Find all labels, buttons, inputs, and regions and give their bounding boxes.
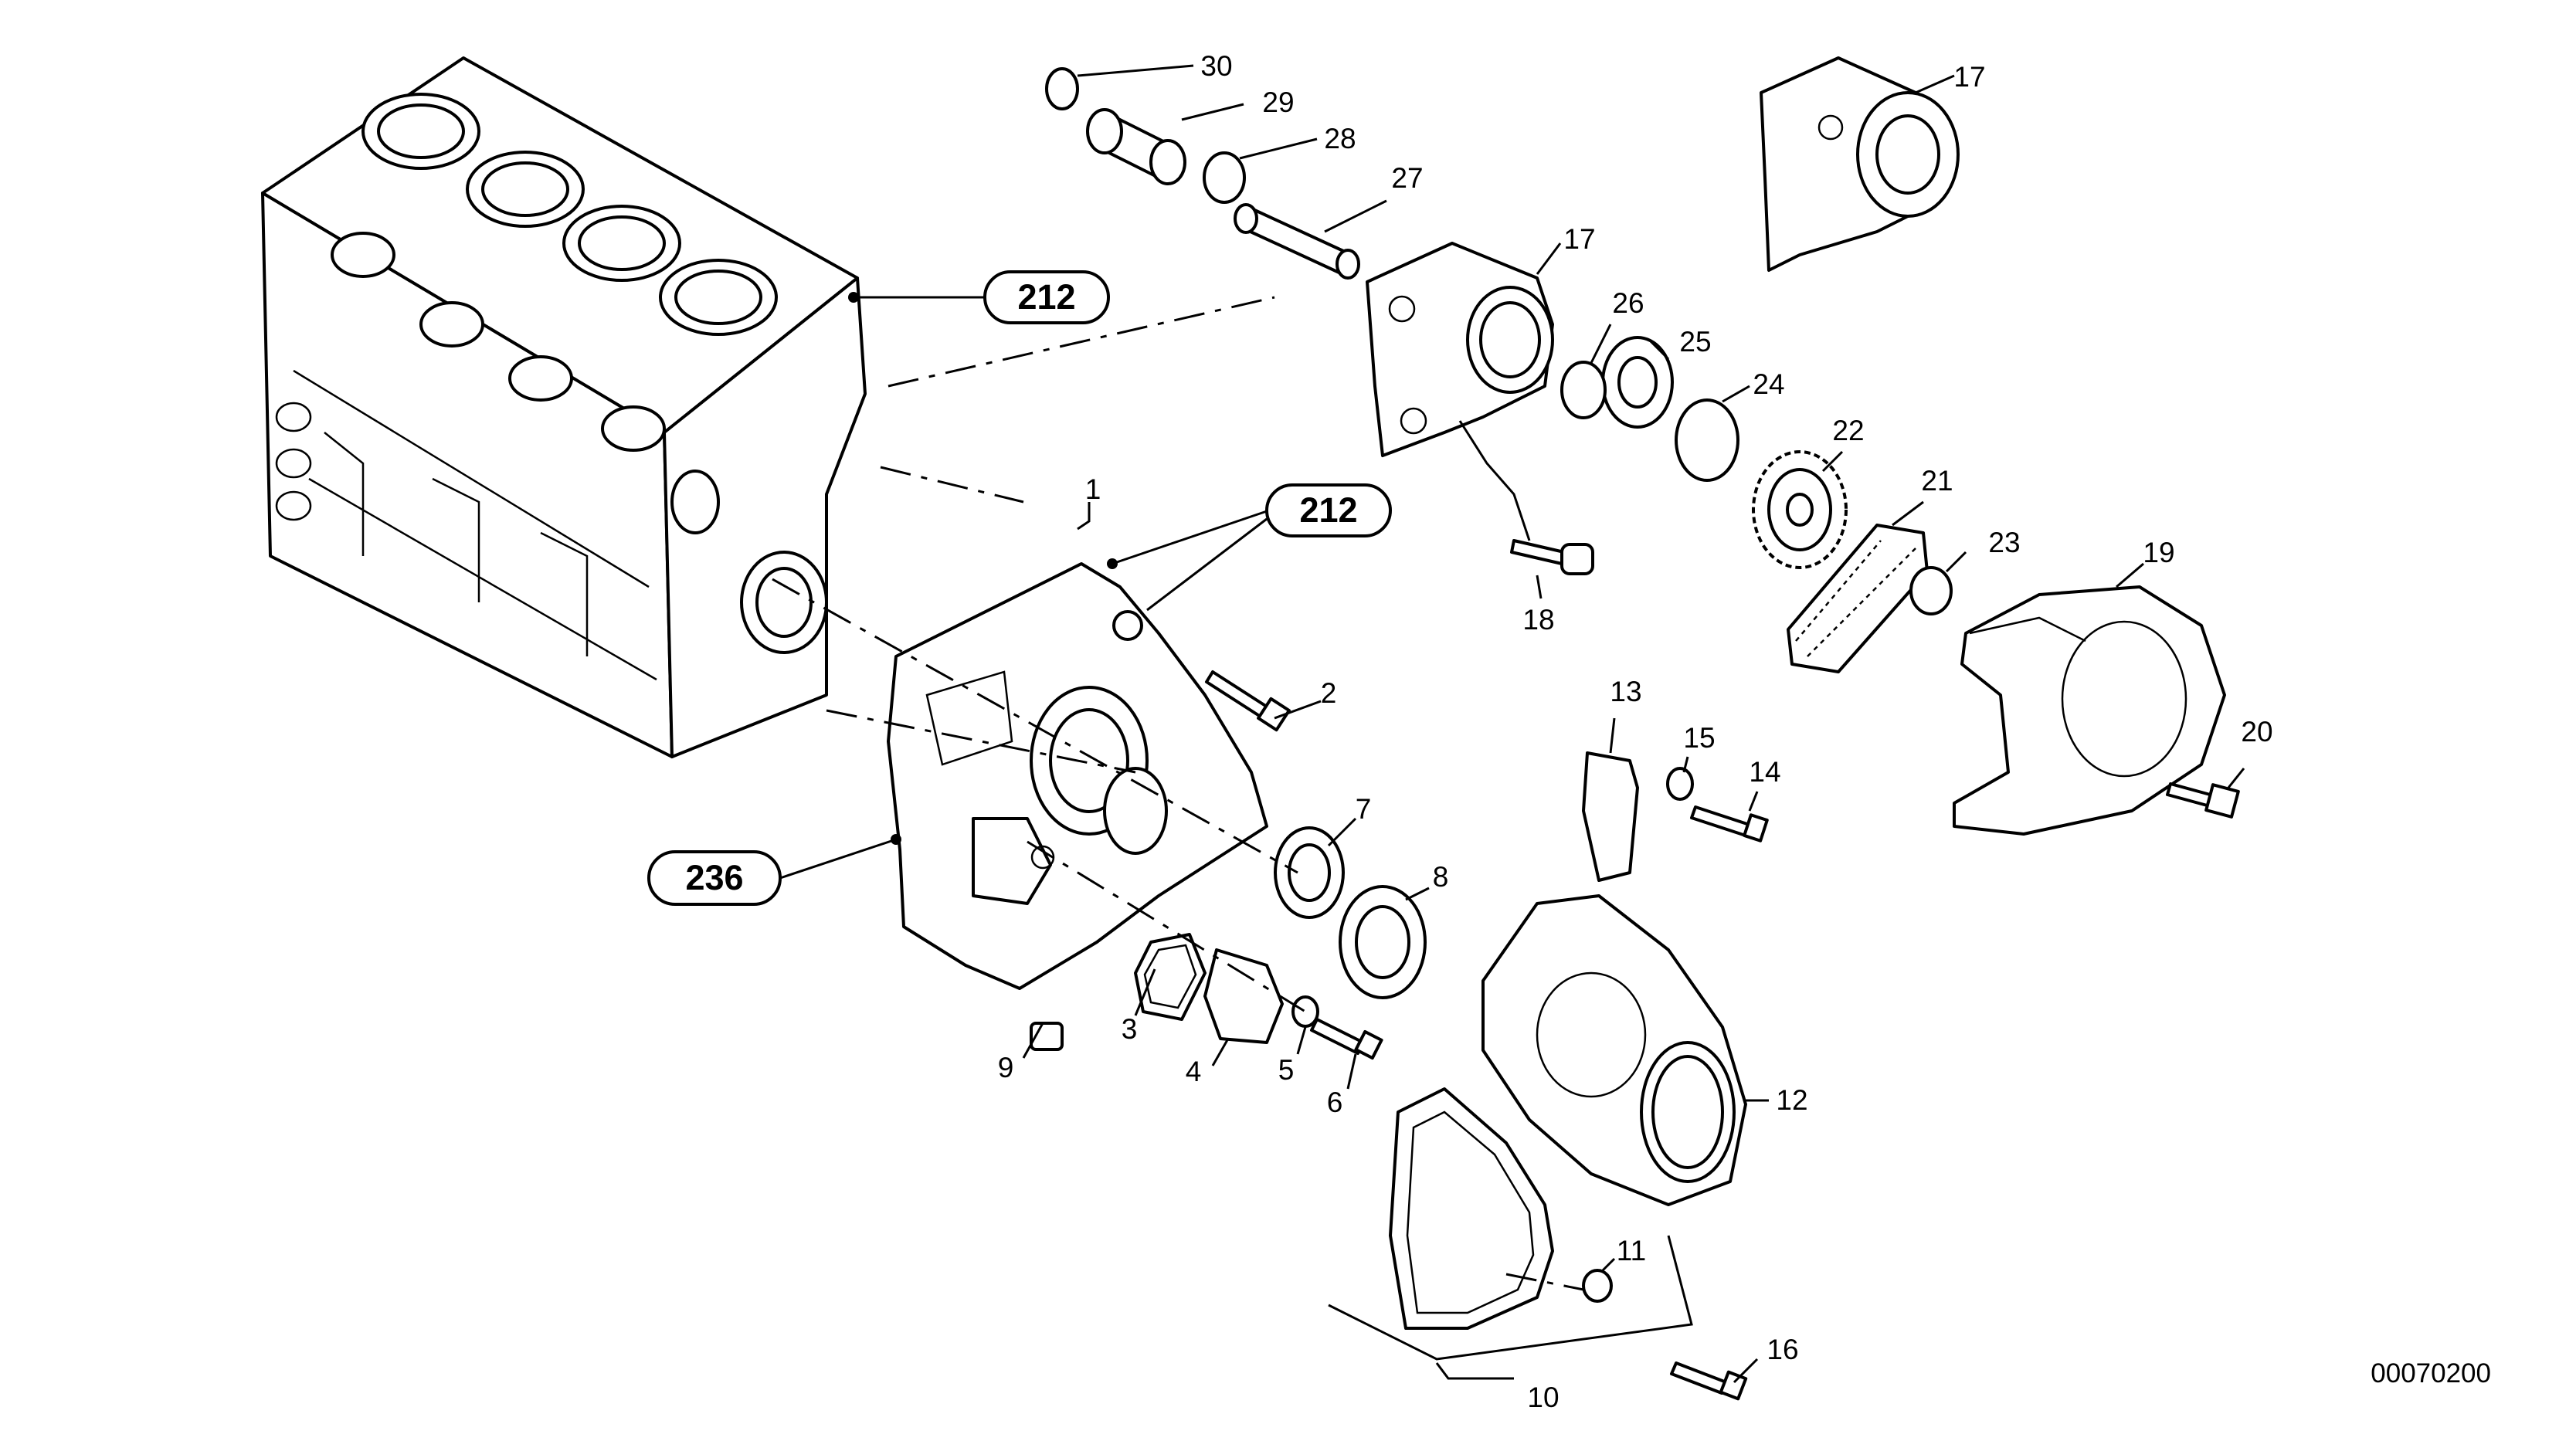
callout-17: 17 [1563, 223, 1595, 255]
callout-18: 18 [1522, 604, 1554, 636]
callout-9: 9 [998, 1052, 1014, 1083]
callout-26: 26 [1612, 287, 1644, 319]
callout-21: 21 [1921, 465, 1953, 497]
callout-22: 22 [1832, 415, 1864, 446]
washer-part-5 [1291, 995, 1319, 1028]
assembly-centre-lines [772, 296, 1584, 1291]
bolt-part-14 [1690, 805, 1769, 843]
callout-24: 24 [1753, 368, 1784, 400]
reference-tag-236: 236 [647, 850, 782, 906]
circlip-part-24 [1675, 398, 1739, 482]
callout-2: 2 [1321, 677, 1337, 709]
cover-part-10 [1389, 1087, 1554, 1330]
front-plate-part-1 [887, 562, 1268, 990]
leader-lines [779, 64, 2245, 1384]
callout-10: 10 [1527, 1382, 1559, 1413]
bushing-part-29 [1086, 108, 1186, 185]
callout-15: 15 [1683, 722, 1715, 754]
callout-8: 8 [1433, 861, 1449, 893]
reference-tag-label: 212 [1299, 490, 1357, 530]
bolt-part-20 [2166, 782, 2240, 819]
callout-27: 27 [1391, 162, 1423, 194]
callout-13: 13 [1610, 676, 1641, 707]
seal-part-8 [1339, 885, 1427, 999]
engine-block [261, 56, 867, 758]
callout-numbers: 1 2 3 4 5 6 7 8 9 10 11 12 13 14 15 16 1… [998, 50, 2273, 1413]
callout-4: 4 [1186, 1056, 1202, 1087]
callout-7: 7 [1356, 793, 1372, 825]
reference-tag-212-mid: 212 [1265, 483, 1392, 537]
callout-20: 20 [2241, 716, 2272, 748]
callout-17-inset: 17 [1953, 61, 1985, 93]
gasket-part-3 [1134, 933, 1207, 1021]
shaft-part-27 [1234, 203, 1360, 280]
housing-part-17-inset [1760, 56, 1960, 272]
bolt-part-6 [1310, 1018, 1383, 1060]
callout-5: 5 [1278, 1054, 1295, 1086]
cover-part-19 [1953, 585, 2226, 836]
callout-1: 1 [1085, 473, 1101, 505]
callout-16: 16 [1767, 1334, 1798, 1365]
callout-3: 3 [1122, 1013, 1138, 1045]
cover-part-12 [1481, 894, 1747, 1206]
reference-tag-label: 212 [1017, 277, 1075, 317]
washer-part-15 [1666, 767, 1694, 801]
callout-25: 25 [1679, 326, 1711, 358]
reference-tag-label: 236 [685, 858, 743, 897]
document-number: 00070200 [2371, 1358, 2491, 1388]
bearing-part-25 [1601, 336, 1674, 429]
bolt-part-18 [1510, 539, 1594, 575]
plug-part-11 [1582, 1269, 1613, 1303]
callout-12: 12 [1776, 1084, 1807, 1116]
circlip-part-30 [1045, 67, 1079, 110]
bolt-part-2 [1205, 670, 1291, 732]
sprocket-part-22 [1752, 450, 1848, 569]
cover-part-4 [1203, 948, 1284, 1044]
circlip-part-28 [1203, 151, 1246, 204]
tensioner-part-13 [1582, 751, 1639, 882]
housing-part-17 [1366, 242, 1554, 457]
seal-part-7 [1274, 826, 1345, 919]
callout-6: 6 [1327, 1087, 1343, 1118]
callout-30: 30 [1200, 50, 1232, 82]
circlip-part-26 [1560, 361, 1607, 419]
callout-23: 23 [1988, 527, 2020, 558]
reference-tag-212-top: 212 [983, 270, 1110, 324]
callout-28: 28 [1324, 123, 1356, 154]
callout-11: 11 [1617, 1235, 1646, 1266]
callout-14: 14 [1749, 756, 1780, 788]
callout-29: 29 [1262, 86, 1294, 118]
bolt-part-16 [1670, 1361, 1748, 1401]
callout-19: 19 [2143, 537, 2174, 568]
plug-part-23 [1909, 566, 1953, 615]
